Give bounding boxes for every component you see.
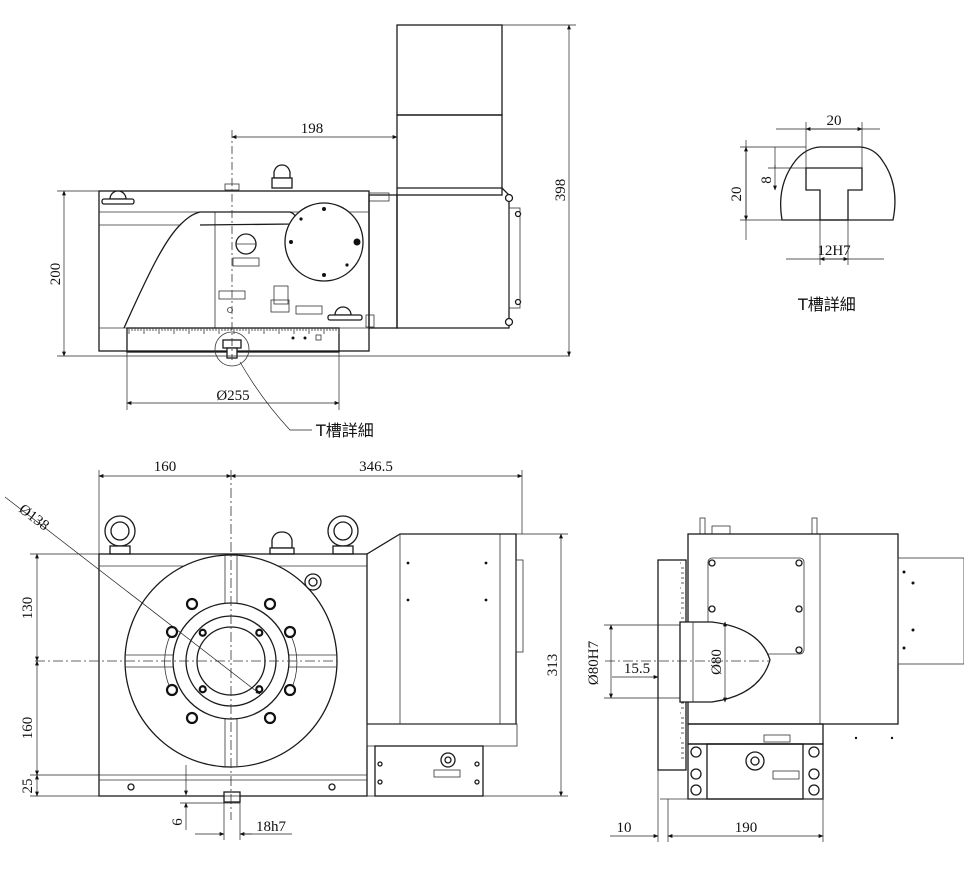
dim-130: 130 xyxy=(20,597,36,620)
motor-cap xyxy=(396,24,503,116)
dim-20-side: 20 xyxy=(729,187,745,202)
dim-12h7: 12H7 xyxy=(817,243,851,259)
dim-d80: Ø80 xyxy=(709,649,725,675)
table-bolt xyxy=(185,711,199,725)
top-view: 198 200 398 Ø255 T槽詳細 xyxy=(48,24,576,440)
table-bolt xyxy=(263,597,277,611)
dim-346: 346.5 xyxy=(359,459,393,475)
dim-20-top: 20 xyxy=(827,113,842,129)
encoder-cover xyxy=(284,202,364,282)
dim-25: 25 xyxy=(20,779,36,794)
dim-8: 8 xyxy=(759,176,775,184)
tslot-caption: T槽詳細 xyxy=(797,295,856,314)
tslot-detail: 20 8 20 12H7 T槽詳細 xyxy=(729,113,896,314)
table-bolt xyxy=(263,711,277,725)
motor-plate xyxy=(508,207,521,309)
front-view: Ø138 160 346.5 130 160 25 313 6 18h7 xyxy=(4,459,568,840)
dim-198: 198 xyxy=(301,121,324,137)
dim-190: 190 xyxy=(735,820,758,836)
table-bolt xyxy=(185,597,199,611)
slope xyxy=(123,211,297,329)
dim-18h7: 18h7 xyxy=(256,819,287,835)
dim-160-top: 160 xyxy=(154,459,177,475)
table-bolt xyxy=(283,625,297,639)
dim-200: 200 xyxy=(48,263,64,286)
dim-313: 313 xyxy=(545,654,561,677)
dim-d255: Ø255 xyxy=(216,388,249,404)
dim-15-5: 15.5 xyxy=(624,661,650,677)
dim-160-side: 160 xyxy=(20,717,36,740)
dim-10: 10 xyxy=(617,820,632,836)
tslot-callout: T槽詳細 xyxy=(315,421,374,440)
dim-398: 398 xyxy=(553,179,569,202)
table-bolt xyxy=(165,625,179,639)
dim-d80h7: Ø80H7 xyxy=(586,640,602,685)
dim-6: 6 xyxy=(170,818,186,826)
table-bolt xyxy=(165,683,179,697)
side-view: Ø80H7 Ø80 15.5 10 190 xyxy=(586,517,964,842)
table-bolt xyxy=(283,683,297,697)
motor-body xyxy=(396,187,510,329)
motor-upper xyxy=(396,114,503,196)
